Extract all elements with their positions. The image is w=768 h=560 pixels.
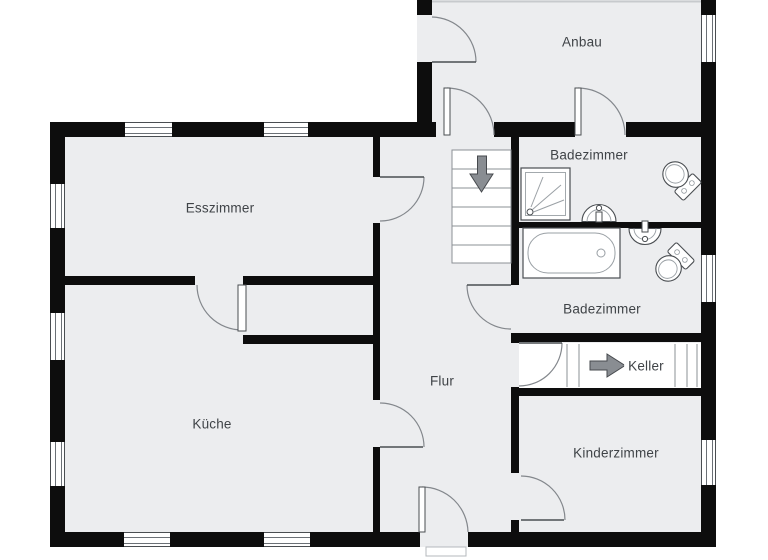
wall — [50, 486, 65, 547]
window-icon — [701, 440, 716, 485]
anbau-floor — [417, 0, 716, 137]
wall — [310, 532, 420, 547]
wall — [511, 222, 716, 228]
wall — [511, 387, 519, 473]
wall — [494, 122, 575, 137]
room-label-esszimmer: Esszimmer — [185, 200, 255, 216]
wall — [373, 447, 380, 532]
window-icon — [125, 122, 172, 137]
entrance-threshold — [425, 546, 467, 557]
room-label-keller: Keller — [624, 357, 668, 375]
room-label-flur: Flur — [429, 373, 455, 389]
room-label-badezimmer-1: Badezimmer — [550, 147, 628, 163]
window-icon — [264, 532, 310, 547]
wall — [511, 388, 716, 396]
room-label-kinderzimmer: Kinderzimmer — [573, 445, 659, 461]
wall — [511, 520, 519, 532]
window-icon — [264, 122, 308, 137]
wall — [468, 532, 716, 547]
wall — [243, 335, 377, 344]
wall — [417, 62, 432, 137]
wall — [417, 0, 432, 15]
wall — [701, 62, 716, 255]
wall — [701, 485, 716, 547]
wall — [373, 223, 380, 400]
window-icon — [50, 313, 65, 360]
wall — [701, 302, 716, 440]
window-icon — [701, 15, 716, 62]
window-icon — [124, 532, 170, 547]
wall — [511, 333, 716, 342]
wall — [50, 360, 65, 442]
wall — [172, 122, 264, 137]
wall — [626, 122, 716, 137]
wall — [701, 0, 716, 15]
wall — [50, 228, 65, 313]
window-icon — [50, 184, 65, 228]
room-label-badezimmer-2: Badezimmer — [563, 301, 641, 317]
window-icon — [50, 442, 65, 486]
wall — [511, 137, 519, 285]
wall — [60, 276, 195, 285]
wall — [243, 276, 377, 285]
wall — [170, 532, 264, 547]
wall — [308, 122, 432, 137]
wall — [50, 122, 65, 184]
wall — [373, 135, 380, 177]
wall — [50, 122, 125, 137]
wall — [50, 532, 124, 547]
wall — [432, 122, 436, 137]
room-label-anbau: Anbau — [561, 34, 603, 50]
room-label-kueche: Küche — [192, 416, 232, 432]
window-icon — [701, 255, 716, 302]
